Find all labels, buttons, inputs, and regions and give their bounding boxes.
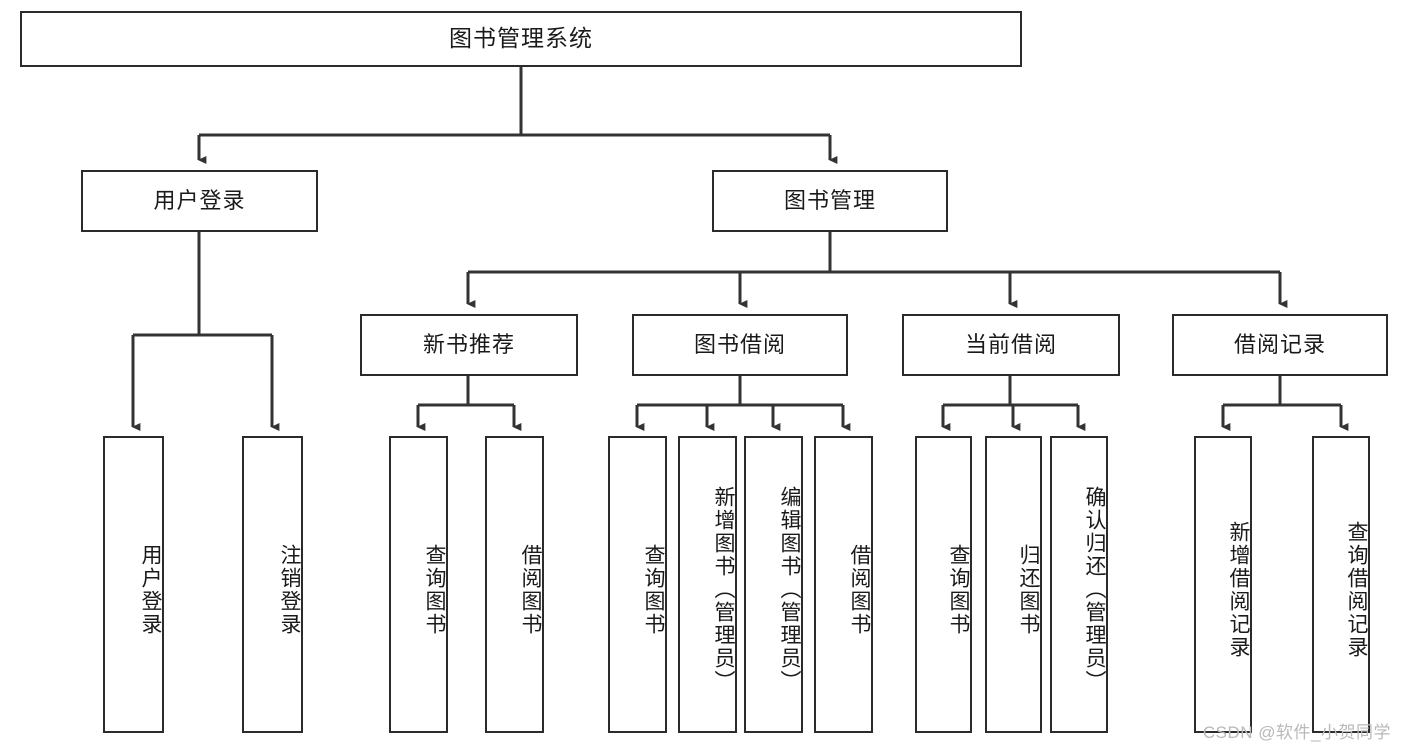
node-leaf-query-book-2[interactable]: 查询图书 (608, 436, 667, 733)
node-leaf-query-book-1-label: 查询图书 (423, 543, 446, 636)
node-root-label: 图书管理系统 (449, 25, 593, 52)
node-leaf-edit-book[interactable]: 编辑图书（管理员） (744, 436, 803, 733)
node-leaf-return-book[interactable]: 归还图书 (985, 436, 1042, 733)
node-book-manage-label: 图书管理 (783, 188, 876, 214)
node-new-book-rec-label: 新书推荐 (422, 332, 515, 358)
node-book-borrow-label: 图书借阅 (693, 332, 786, 358)
node-leaf-query-book-3[interactable]: 查询图书 (915, 436, 972, 733)
node-book-borrow[interactable]: 图书借阅 (632, 314, 848, 376)
node-current-borrow[interactable]: 当前借阅 (902, 314, 1120, 376)
node-leaf-add-book[interactable]: 新增图书（管理员） (678, 436, 737, 733)
node-leaf-logout-label: 注销登录 (278, 543, 301, 636)
node-leaf-edit-book-label: 编辑图书（管理员） (778, 486, 801, 693)
node-leaf-confirm-return-label: 确认归还（管理员） (1083, 486, 1106, 693)
node-borrow-record[interactable]: 借阅记录 (1172, 314, 1388, 376)
node-leaf-query-book-1[interactable]: 查询图书 (389, 436, 448, 733)
node-leaf-query-book-2-label: 查询图书 (642, 543, 665, 636)
watermark: CSDN @软件_小贺同学 (1202, 723, 1391, 742)
node-current-borrow-label: 当前借阅 (964, 332, 1057, 358)
node-leaf-user-login-label: 用户登录 (139, 543, 162, 636)
node-leaf-add-book-label: 新增图书（管理员） (712, 486, 735, 693)
node-user-login[interactable]: 用户登录 (81, 170, 318, 232)
node-new-book-rec[interactable]: 新书推荐 (360, 314, 578, 376)
node-root[interactable]: 图书管理系统 (20, 11, 1022, 67)
node-leaf-return-book-label: 归还图书 (1017, 543, 1040, 636)
node-book-manage[interactable]: 图书管理 (712, 170, 948, 232)
node-borrow-record-label: 借阅记录 (1233, 332, 1326, 358)
node-leaf-add-borrow-record[interactable]: 新增借阅记录 (1194, 436, 1252, 733)
node-leaf-query-borrow-record[interactable]: 查询借阅记录 (1312, 436, 1370, 733)
node-leaf-confirm-return[interactable]: 确认归还（管理员） (1050, 436, 1108, 733)
node-user-login-label: 用户登录 (153, 188, 246, 214)
node-leaf-borrow-book-2-label: 借阅图书 (848, 543, 871, 636)
node-leaf-user-login[interactable]: 用户登录 (103, 436, 164, 733)
node-leaf-query-borrow-record-label: 查询借阅记录 (1345, 520, 1368, 659)
node-leaf-borrow-book-1[interactable]: 借阅图书 (485, 436, 544, 733)
node-leaf-query-book-3-label: 查询图书 (947, 543, 970, 636)
node-leaf-logout[interactable]: 注销登录 (242, 436, 303, 733)
node-leaf-borrow-book-1-label: 借阅图书 (519, 543, 542, 636)
node-leaf-borrow-book-2[interactable]: 借阅图书 (814, 436, 873, 733)
node-leaf-add-borrow-record-label: 新增借阅记录 (1227, 520, 1250, 659)
